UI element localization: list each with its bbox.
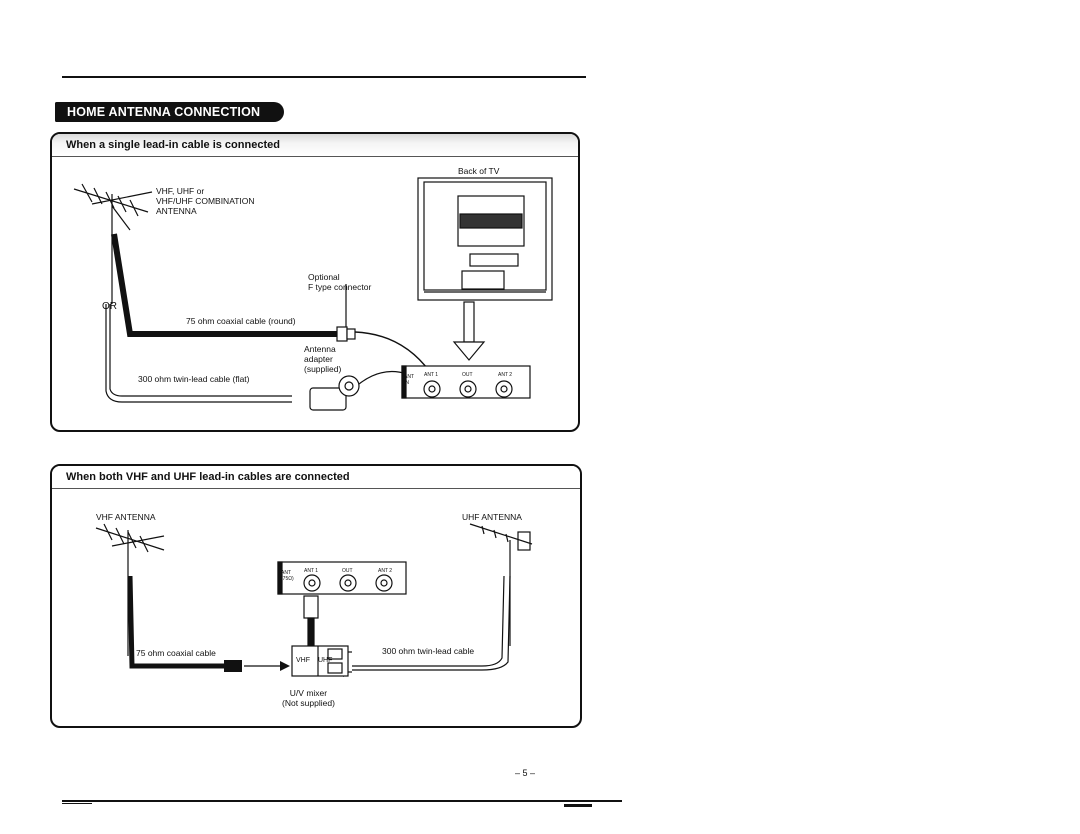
antenna-icon — [73, 183, 153, 304]
antenna-terminal-panel — [401, 365, 531, 399]
uv-mixer-icon — [291, 645, 349, 677]
mixer-label: U/V mixer (Not supplied) — [282, 688, 335, 708]
single-lead-in-diagram — [73, 177, 553, 411]
vhf-uhf-diagram — [95, 523, 533, 677]
down-arrow-icon — [452, 301, 486, 361]
coax-cable-label: 75 ohm coaxial cable (round) — [186, 316, 296, 326]
adapter-label: Antenna adapter (supplied) — [304, 344, 342, 374]
section-title: HOME ANTENNA CONNECTION — [55, 102, 285, 122]
page-number: – 5 – — [515, 768, 536, 778]
terminal-ant2-label: ANT 2 — [498, 372, 513, 378]
terminal-ant1-label: ANT 1 — [304, 568, 319, 574]
uhf-antenna-icon — [469, 523, 533, 646]
coaxial-cable — [111, 233, 337, 337]
coax-connector-icon — [224, 660, 242, 672]
back-of-tv-label: Back of TV — [458, 166, 500, 176]
twin-lead-cable — [109, 304, 292, 397]
plug-icon — [303, 595, 319, 647]
terminal-ant2-label: ANT 2 — [378, 568, 393, 574]
twin-lead-label: 300 ohm twin-lead cable (flat) — [138, 374, 250, 384]
vhf-uhf-panel: When both VHF and UHF lead-in cables are… — [50, 464, 582, 728]
panel-heading: When a single lead-in cable is connected — [52, 134, 578, 157]
mixer-uhf-label: UHF — [318, 657, 333, 664]
terminal-ant-in-label: ANT (75Ω) — [281, 570, 294, 582]
mixer-vhf-label: VHF — [296, 657, 310, 664]
antenna-adapter-icon — [309, 371, 408, 411]
tv-back-icon — [417, 177, 553, 301]
bottom-rule — [62, 800, 622, 802]
or-label: OR — [102, 301, 117, 312]
bottom-rule-mark — [564, 804, 592, 807]
panel-heading: When both VHF and UHF lead-in cables are… — [52, 466, 580, 489]
terminal-ant1-label: ANT 1 — [424, 372, 439, 378]
antenna-label: VHF, UHF or VHF/UHF COMBINATION ANTENNA — [156, 186, 255, 216]
vhf-antenna-label: VHF ANTENNA — [96, 512, 156, 522]
single-lead-in-panel: When a single lead-in cable is connected — [50, 132, 580, 432]
f-type-connector-icon — [336, 284, 356, 342]
terminal-ant-in-label: ANT IN — [404, 374, 414, 386]
top-rule — [62, 76, 586, 78]
coax-cable-label: 75 ohm coaxial cable — [136, 648, 216, 658]
bottom-rule-accent — [62, 803, 92, 804]
twin-lead-label: 300 ohm twin-lead cable — [382, 646, 475, 656]
terminal-out-label: OUT — [462, 372, 473, 378]
terminal-out-label: OUT — [342, 568, 353, 574]
optional-connector-label: Optional F type connector — [308, 272, 372, 292]
uhf-antenna-label: UHF ANTENNA — [462, 512, 522, 522]
antenna-terminal-panel — [277, 561, 407, 595]
